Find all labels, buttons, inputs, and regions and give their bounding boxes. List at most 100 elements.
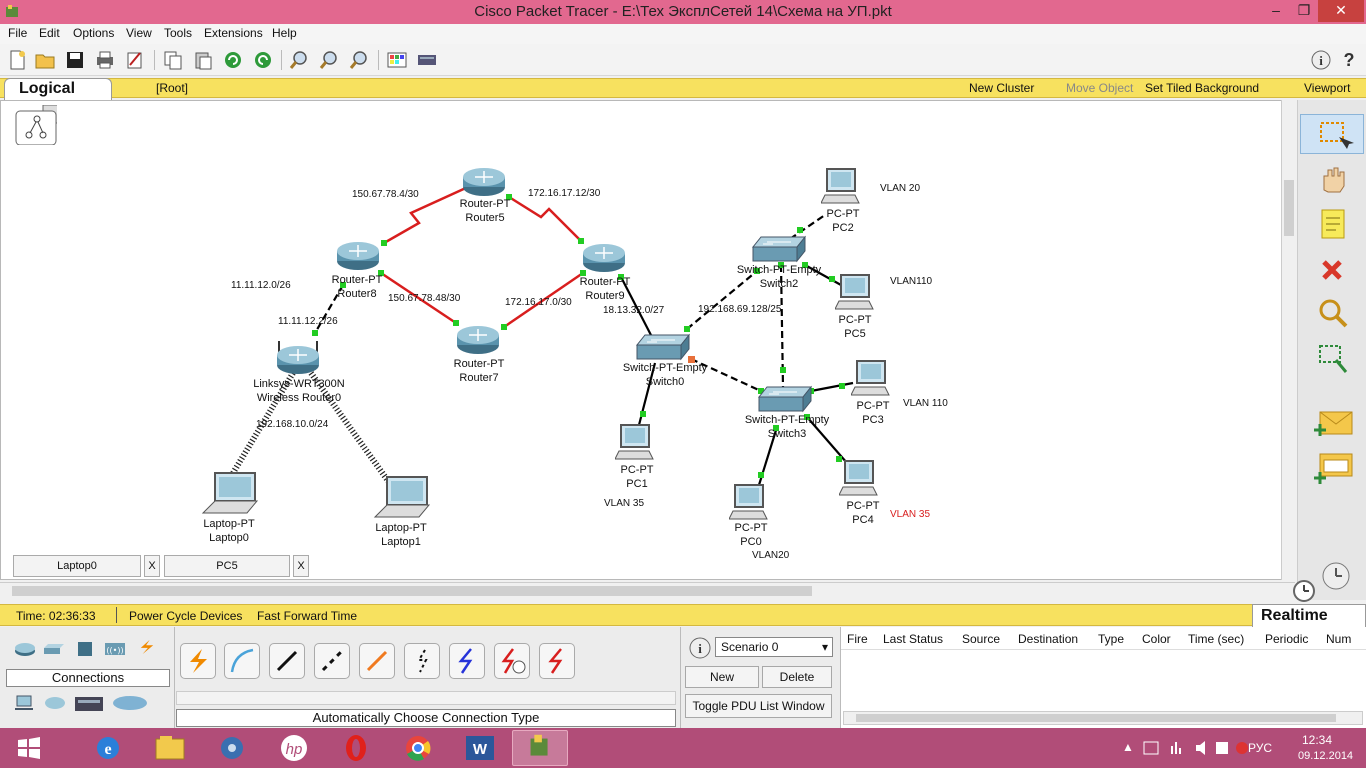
delete-icon[interactable] xyxy=(1306,250,1358,290)
add-complex-pdu-icon[interactable] xyxy=(1306,450,1358,490)
menu-options[interactable]: Options xyxy=(73,26,115,40)
pdu-col-header[interactable]: Color xyxy=(1142,632,1171,646)
custom-made-devices-category-icon[interactable] xyxy=(74,693,104,715)
question-help-icon[interactable]: ? xyxy=(1338,49,1360,71)
pdu-col-header[interactable]: Time (sec) xyxy=(1188,632,1245,646)
router-icon[interactable] xyxy=(335,239,381,273)
end-devices-category-icon[interactable] xyxy=(14,695,36,711)
switch-icon[interactable] xyxy=(757,385,813,415)
phone-cable-button[interactable] xyxy=(404,643,440,679)
laptop-icon[interactable] xyxy=(201,471,259,517)
move-object-button[interactable]: Move Object xyxy=(1066,81,1134,95)
pc-icon[interactable] xyxy=(615,423,655,463)
realtime-tab[interactable]: Realtime xyxy=(1252,604,1366,628)
hand-move-icon[interactable] xyxy=(1306,160,1358,200)
menu-edit[interactable]: Edit xyxy=(39,26,60,40)
help-info-icon[interactable]: i xyxy=(1310,49,1332,71)
horizontal-scroll-thumb[interactable] xyxy=(12,586,812,596)
serial-dte-cable-button[interactable] xyxy=(539,643,575,679)
vertical-scrollbar[interactable] xyxy=(1281,100,1295,580)
pdu-col-header[interactable]: Periodic xyxy=(1265,632,1309,646)
new-cluster-button[interactable]: New Cluster xyxy=(969,81,1035,95)
pdu-tab-laptop0-close[interactable]: X xyxy=(144,555,160,577)
pdu-tab-pc5-close[interactable]: X xyxy=(293,555,309,577)
note-icon[interactable] xyxy=(1306,204,1358,244)
menu-tools[interactable]: Tools xyxy=(164,26,193,40)
toggle-pdu-list-button[interactable]: Toggle PDU List Window xyxy=(685,694,832,718)
new-scenario-button[interactable]: New xyxy=(685,666,759,688)
word-icon[interactable]: W xyxy=(452,730,508,766)
fast-forward-time-button[interactable]: Fast Forward Time xyxy=(257,609,358,623)
pdu-col-header[interactable]: Last Status xyxy=(883,632,944,646)
laptop-icon[interactable] xyxy=(373,475,431,521)
pdu-col-header[interactable]: Fire xyxy=(847,632,868,646)
scenario-select[interactable]: Scenario 0▾ xyxy=(715,637,833,657)
pc-icon[interactable] xyxy=(851,359,891,399)
switches-category-icon[interactable] xyxy=(44,641,66,657)
pc-icon[interactable] xyxy=(821,167,861,207)
pdu-col-header[interactable]: Num xyxy=(1326,632,1352,646)
serial-dce-cable-button[interactable] xyxy=(494,643,530,679)
pdu-tab-pc5[interactable]: PC5 xyxy=(164,555,290,577)
input-language[interactable]: РУС xyxy=(1248,741,1273,755)
delete-scenario-button[interactable]: Delete xyxy=(762,666,832,688)
pdu-scroll-thumb[interactable] xyxy=(856,714,1336,722)
pdu-col-header[interactable]: Type xyxy=(1098,632,1125,646)
hubs-category-icon[interactable] xyxy=(74,641,96,657)
chrome-icon[interactable] xyxy=(390,730,446,766)
select-tool[interactable] xyxy=(1300,114,1364,154)
root-breadcrumb[interactable]: [Root] xyxy=(156,81,189,95)
zoom-reset-icon[interactable] xyxy=(318,49,340,71)
router-icon[interactable] xyxy=(455,323,501,357)
zoom-in-icon[interactable] xyxy=(288,49,310,71)
clock-date[interactable]: 09.12.2014 xyxy=(1298,750,1354,762)
close-button[interactable]: ✕ xyxy=(1318,0,1364,22)
media-player-icon[interactable] xyxy=(204,730,260,766)
pdu-tab-laptop0[interactable]: Laptop0 xyxy=(13,555,141,577)
coaxial-cable-button[interactable] xyxy=(449,643,485,679)
packet-tracer-task-icon[interactable] xyxy=(512,730,568,766)
copy-icon[interactable] xyxy=(162,49,184,71)
opera-icon[interactable] xyxy=(328,730,384,766)
undo-icon[interactable] xyxy=(222,49,244,71)
file-explorer-icon[interactable] xyxy=(142,730,198,766)
vertical-scroll-thumb[interactable] xyxy=(1284,180,1294,236)
palette-icon[interactable] xyxy=(386,49,408,71)
pc-icon[interactable] xyxy=(835,273,875,313)
wireless-devices-category-icon[interactable]: ((•)) xyxy=(104,641,126,657)
inspect-icon[interactable] xyxy=(1306,294,1358,334)
activity-wizard-icon[interactable] xyxy=(124,49,146,71)
print-icon[interactable] xyxy=(94,49,116,71)
pc-icon[interactable] xyxy=(729,483,769,523)
menu-extensions[interactable]: Extensions xyxy=(204,26,263,40)
connections-scrollbar[interactable] xyxy=(176,691,676,705)
internet-explorer-icon[interactable]: e xyxy=(80,730,136,766)
wan-emulation-category-icon[interactable] xyxy=(44,695,66,711)
resize-shape-icon[interactable] xyxy=(1306,340,1358,380)
show-hidden-icons-icon[interactable]: ▲ xyxy=(1122,740,1134,754)
switch-icon[interactable] xyxy=(751,235,807,265)
router-icon[interactable] xyxy=(461,165,507,199)
zoom-out-icon[interactable] xyxy=(348,49,370,71)
menu-view[interactable]: View xyxy=(126,26,152,40)
logical-view-icon[interactable] xyxy=(15,105,57,145)
add-simple-pdu-icon[interactable] xyxy=(1306,404,1358,444)
routers-category-icon[interactable] xyxy=(14,641,36,657)
scenario-info-icon[interactable]: i xyxy=(688,636,712,660)
switch-icon[interactable] xyxy=(635,333,691,363)
save-icon[interactable] xyxy=(64,49,86,71)
pc-icon[interactable] xyxy=(839,459,879,499)
simulation-stopwatch-icon[interactable] xyxy=(1306,554,1358,594)
wireless-router-icon[interactable] xyxy=(273,337,323,377)
minimize-button[interactable]: – xyxy=(1272,2,1280,18)
connections-category-icon[interactable] xyxy=(136,639,158,655)
redo-icon[interactable] xyxy=(252,49,274,71)
clock-time[interactable]: 12:34 xyxy=(1302,733,1333,747)
custom-devices-icon[interactable] xyxy=(416,49,438,71)
hp-icon[interactable]: hp xyxy=(266,730,322,766)
auto-connection-button[interactable] xyxy=(180,643,216,679)
realtime-clock-icon[interactable] xyxy=(1290,578,1318,604)
paste-icon[interactable] xyxy=(192,49,214,71)
horizontal-scrollbar[interactable] xyxy=(0,582,1295,598)
pdu-col-header[interactable]: Source xyxy=(962,632,1001,646)
